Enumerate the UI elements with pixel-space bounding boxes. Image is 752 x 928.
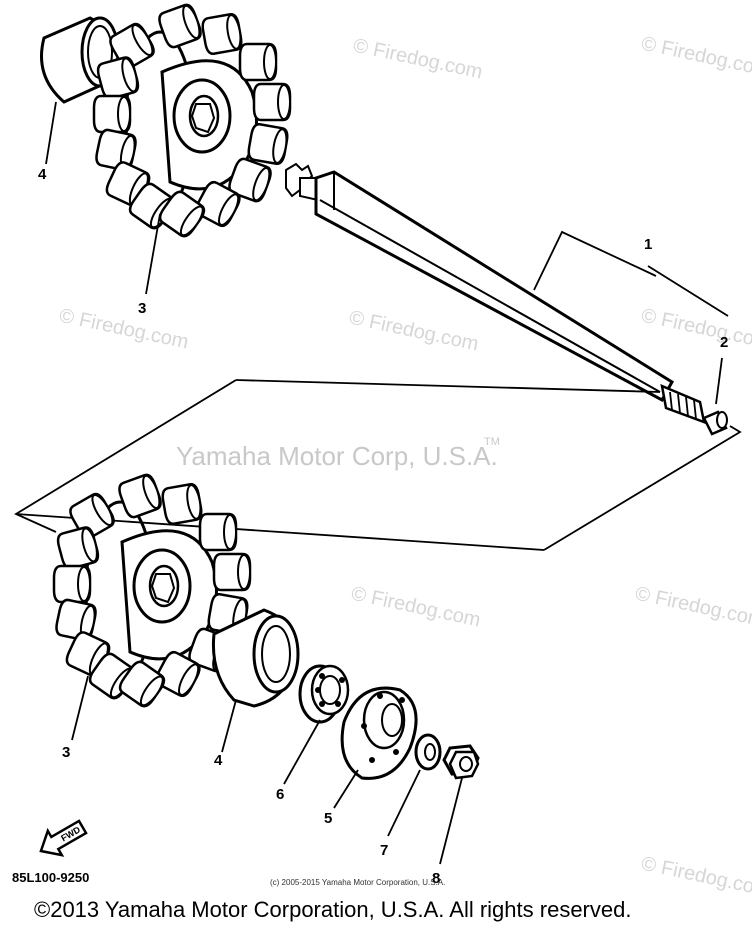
grease-nipple: [702, 410, 728, 436]
callout-1: 1: [644, 236, 653, 253]
diagram-part-number: 85L100-9250: [12, 870, 90, 885]
trademark-symbol: TM: [484, 436, 500, 448]
forward-arrow-icon: FWD: [39, 819, 88, 857]
callout-6: 6: [276, 786, 285, 803]
leader-lines-upper: [45, 101, 729, 405]
footer-copyright: ©2013 Yamaha Motor Corporation, U.S.A. A…: [34, 897, 632, 922]
callout-7: 7: [380, 842, 389, 859]
callout-4-upper: 4: [38, 166, 47, 183]
callout-2: 2: [720, 334, 729, 351]
bearing-collar-lower: [211, 608, 300, 708]
nut: [442, 744, 480, 780]
assembly-outline: [14, 379, 742, 551]
small-copyright: (c) 2005-2015 Yamaha Motor Corporation, …: [270, 878, 446, 887]
trademark-text: Yamaha Motor Corp, U.S.A.: [176, 441, 498, 471]
callout-3-lower: 3: [62, 744, 71, 761]
callout-8: 8: [432, 870, 441, 887]
callout-5: 5: [324, 810, 333, 827]
bearing-housing-flange: [340, 686, 418, 780]
ball-bearing: [298, 664, 350, 724]
sprocket-upper: [94, 3, 290, 239]
washer: [414, 733, 442, 771]
leader-lines-lower: [71, 675, 463, 865]
callout-4-lower: 4: [214, 752, 223, 769]
drive-shaft: [285, 162, 706, 424]
callout-3-upper: 3: [138, 300, 147, 317]
